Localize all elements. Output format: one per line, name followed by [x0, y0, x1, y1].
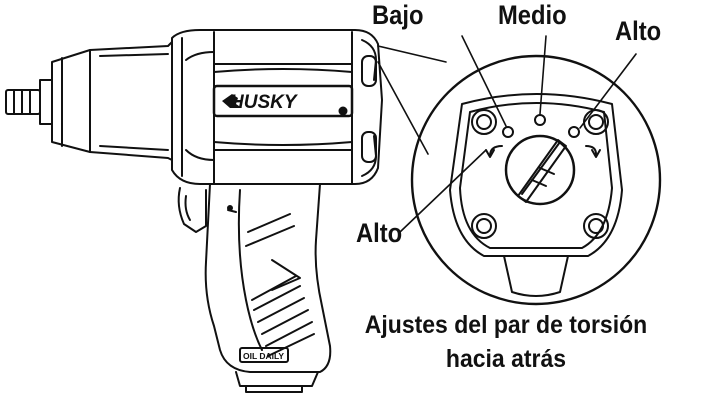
label-high-top: Alto [615, 16, 662, 46]
rotate-arrow-icon [489, 145, 503, 157]
brand-name: HUSKY [230, 92, 299, 113]
label-medium: Medio [498, 0, 567, 30]
detail-leader-lines [377, 45, 447, 155]
brand-plate [212, 84, 354, 118]
label-low: Bajo [372, 0, 424, 30]
hammer-case [51, 41, 173, 161]
bolt-top-left [471, 109, 497, 135]
dot-high [568, 126, 580, 138]
rotate-arrow-icon [585, 145, 597, 155]
square-drive-anvil [5, 79, 53, 125]
husky-logo-icon [222, 94, 242, 108]
bolt-bottom-right [583, 213, 609, 239]
dot-medium [534, 114, 546, 126]
detail-view [399, 35, 662, 306]
torque-selector-knob [504, 134, 576, 206]
label-high-left: Alto [356, 218, 403, 248]
dot-low [502, 126, 514, 138]
bolt-bottom-left [471, 213, 497, 239]
caption-line-2: hacia atrás [445, 345, 567, 373]
pistol-grip [204, 183, 332, 393]
trigger [177, 187, 207, 233]
caption: Ajustes del par de torsión hacia atrás [349, 308, 664, 376]
caption-line-1: Ajustes del par de torsión [364, 311, 648, 339]
grip-label: OIL DAILY [243, 351, 284, 361]
motor-housing [171, 29, 383, 185]
